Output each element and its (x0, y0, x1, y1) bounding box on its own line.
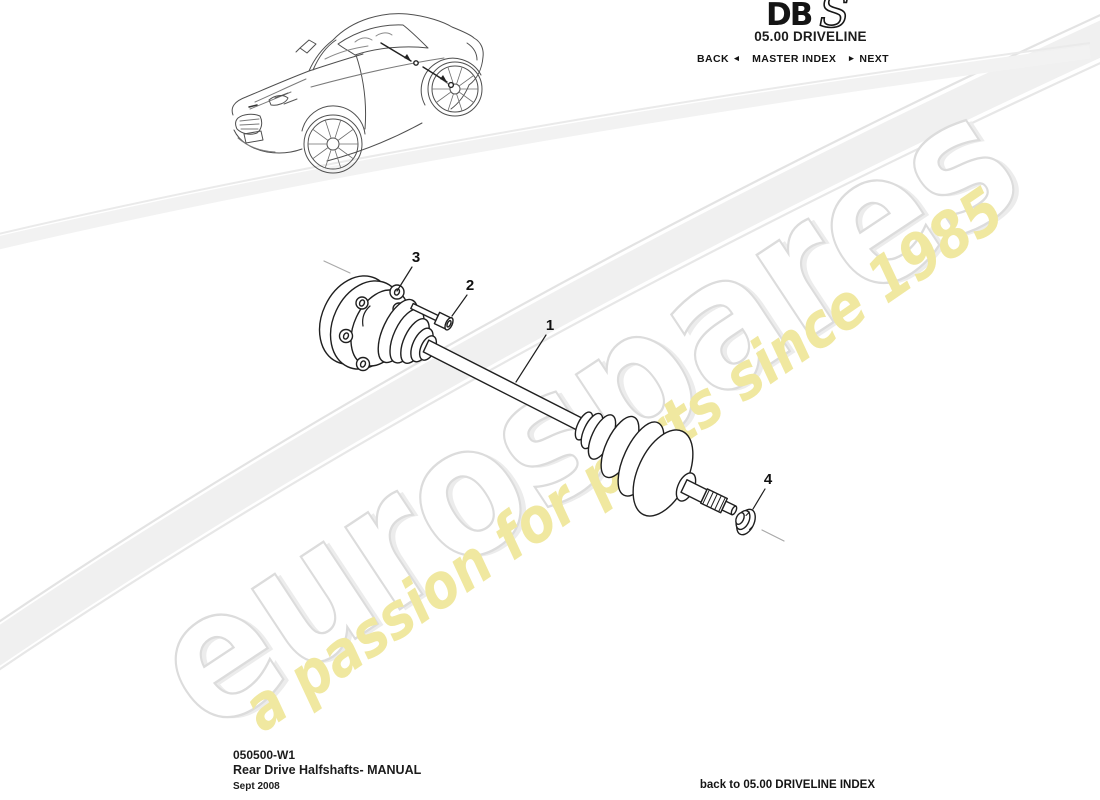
axis-centerline-upper (323, 260, 351, 274)
callout-3[interactable]: 3 (412, 249, 420, 266)
car-hood-outline (231, 70, 310, 116)
swoosh-graphic (0, 13, 1100, 671)
stub-axle (680, 479, 738, 516)
callout-2[interactable]: 2 (466, 277, 474, 294)
halfshaft-location-marker (380, 42, 455, 89)
logo-db-text: DB (766, 0, 812, 32)
rear-wheel-arch (420, 57, 482, 106)
car-mirror (295, 39, 317, 54)
dbs-logo: DB S (766, 0, 851, 32)
car-dash-line (324, 45, 369, 60)
flange-bolt (410, 302, 454, 331)
car-rocker (326, 122, 423, 162)
next-link[interactable]: ► NEXT (847, 53, 889, 65)
master-index-link[interactable]: MASTER INDEX (752, 53, 837, 65)
back-link-label: BACK (697, 53, 729, 65)
car-hood-crease (254, 78, 307, 103)
vehicle-illustration (231, 13, 484, 174)
logo-s-text: S (819, 0, 850, 32)
callout-1[interactable]: 1 (546, 317, 554, 334)
car-badge (248, 104, 258, 108)
axis-centerline-lower (761, 529, 785, 542)
car-grille (235, 113, 263, 135)
car-door-line (355, 54, 367, 130)
drawing-title: Rear Drive Halfshafts- MANUAL (233, 763, 422, 777)
footer-index-nav: back to 05.00 DRIVELINE INDEX (640, 779, 875, 791)
car-roofline (308, 13, 484, 86)
next-arrow-icon: ► (847, 53, 857, 63)
car-headlight (268, 95, 289, 106)
car-windshield (308, 39, 364, 72)
callout-leaders (396, 266, 766, 510)
back-arrow-icon: ◄ (732, 53, 742, 63)
outer-cv-boot (574, 411, 697, 517)
car-license-plate (243, 130, 264, 144)
car-bumper (233, 129, 303, 154)
header-nav: BACK ◄ MASTER INDEX ► NEXT (693, 53, 893, 65)
back-link[interactable]: BACK ◄ (697, 53, 741, 65)
rear-wheel (427, 61, 483, 117)
next-link-label: NEXT (859, 53, 889, 65)
car-side-glass (337, 24, 429, 56)
car-splitter (237, 137, 276, 153)
driveline-index-link[interactable]: back to 05.00 DRIVELINE INDEX (699, 779, 875, 791)
callout-4[interactable]: 4 (764, 471, 773, 488)
front-wheel-arch (301, 105, 366, 135)
halfshaft-shaft (422, 339, 599, 439)
drawing-info: 050500-W1 Rear Drive Halfshafts- MANUAL … (233, 748, 421, 793)
car-seats (354, 32, 393, 43)
car-side-crease (310, 57, 445, 88)
drawing-code: 050500-W1 (233, 748, 296, 762)
section-title: 05.00 DRIVELINE (754, 29, 867, 44)
hub-nut (735, 508, 756, 536)
drawing-date: Sept 2008 (233, 780, 280, 792)
car-grille-slats (239, 118, 260, 130)
car-tail (450, 42, 478, 110)
front-wheel (303, 114, 363, 174)
